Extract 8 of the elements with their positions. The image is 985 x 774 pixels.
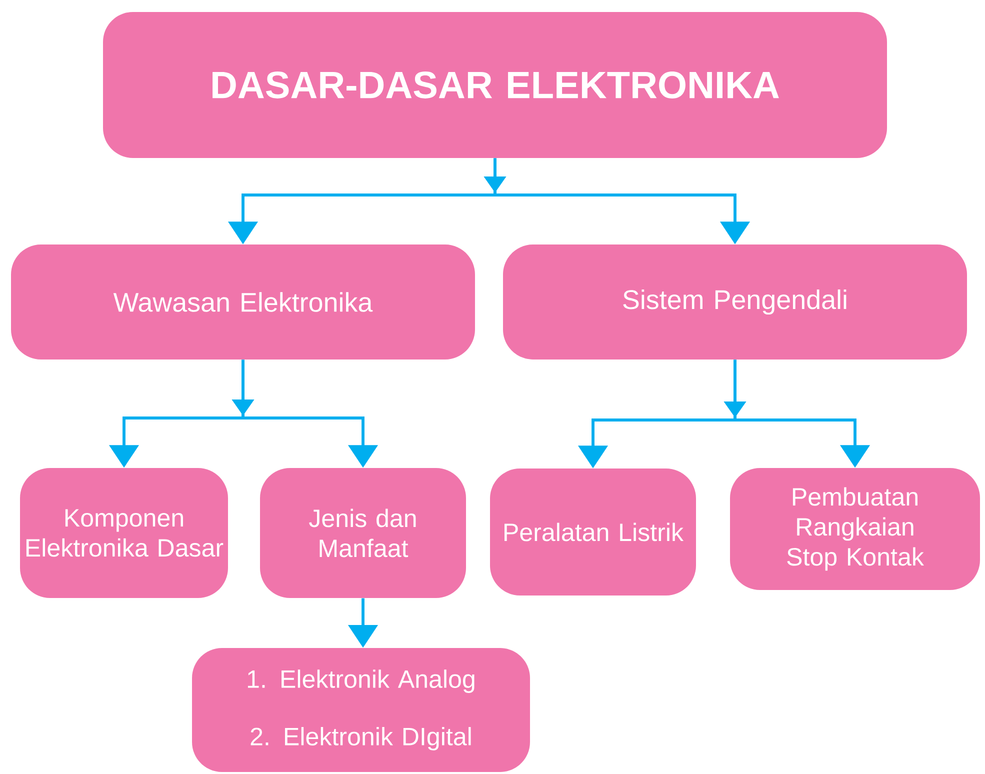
rounded-box: Wawasan Elektronika [11,244,475,360]
rounded-box: Pembuatan Rangkaian Stop Kontak [730,468,980,590]
rounded-box: Peralatan Listrik [490,468,696,596]
rounded-box: DASAR-DASAR ELEKTRONIKA [103,12,887,158]
rounded-box: 1. Elektronik Analog 2. Elektronik DIgital [192,648,530,772]
rounded-box: Komponen Elektronika Dasar [20,468,228,598]
rounded-box: Sistem Pengendali [503,244,967,360]
rounded-box: Jenis dan Manfaat [260,468,466,598]
